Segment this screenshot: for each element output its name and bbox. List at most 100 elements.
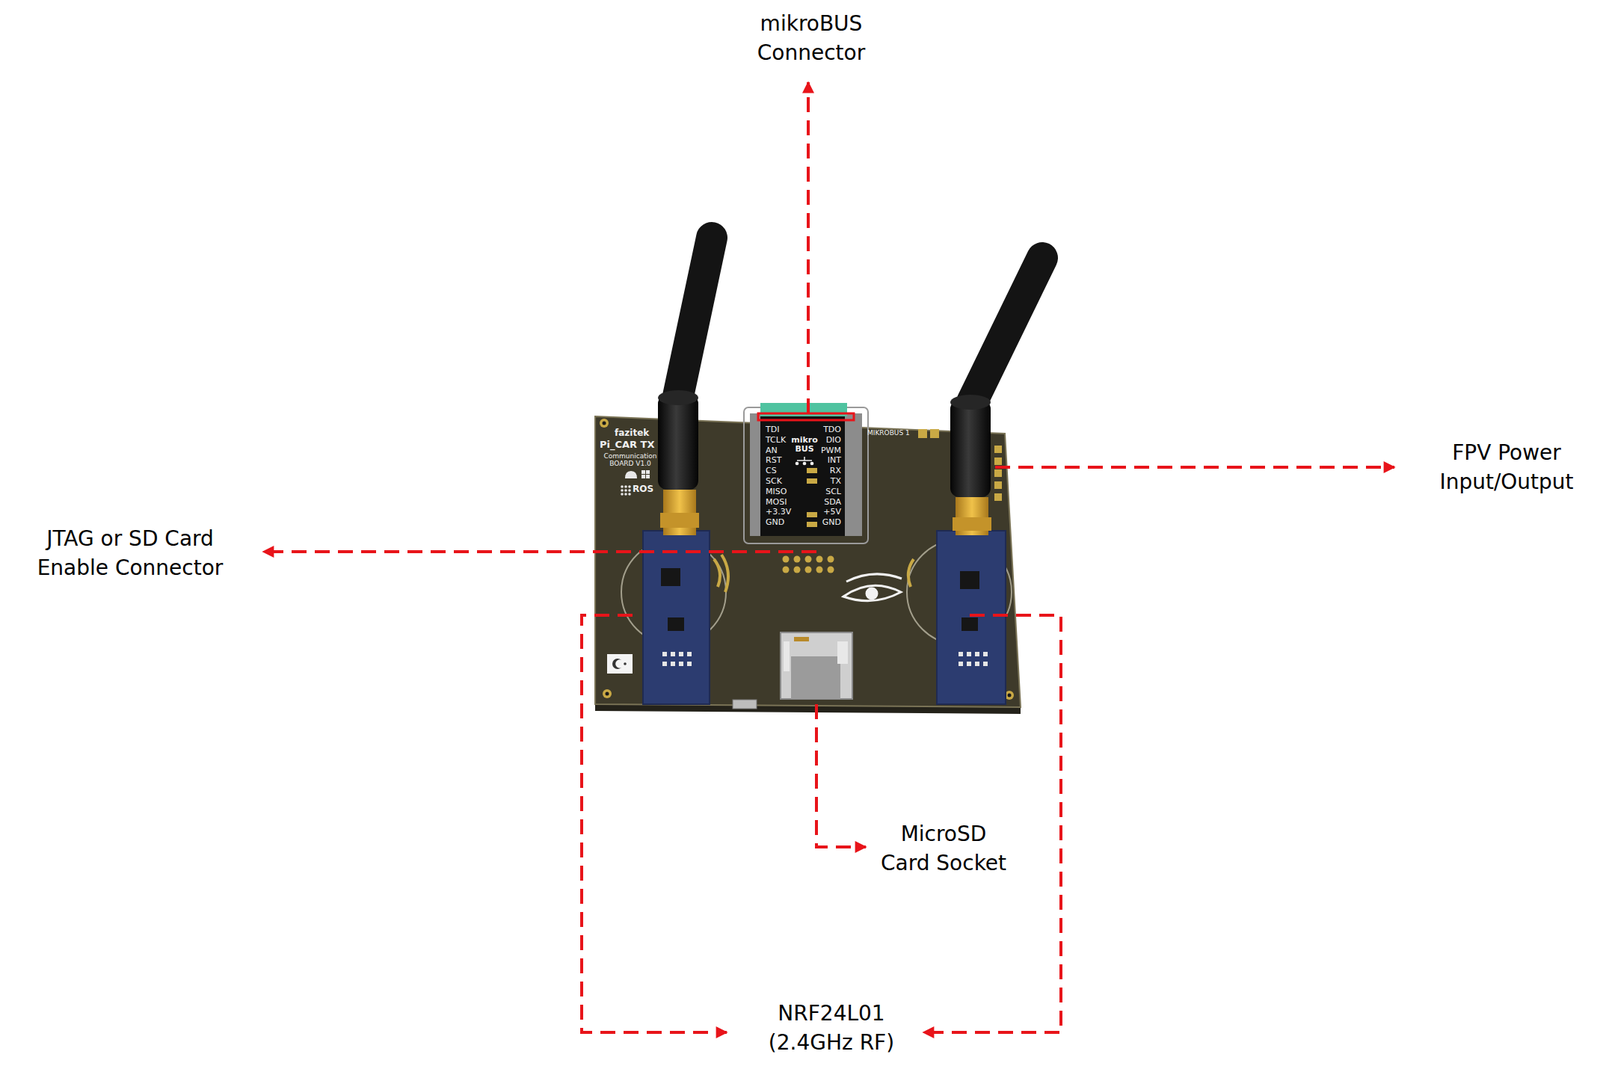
antenna bbox=[657, 237, 712, 536]
nrf-module bbox=[961, 617, 978, 632]
pin-header bbox=[827, 556, 835, 563]
antenna bbox=[952, 517, 992, 531]
mounting-hole bbox=[1007, 693, 1012, 698]
pin-name: RX bbox=[829, 466, 842, 477]
callout-label: mikroBUS Connector bbox=[747, 8, 875, 68]
nrf-module bbox=[958, 651, 988, 667]
os-icon bbox=[645, 470, 650, 475]
mikrobus-socket bbox=[795, 456, 813, 466]
nrf-module bbox=[936, 530, 1006, 705]
mikrobus-socket bbox=[749, 413, 761, 537]
pin-name: INT bbox=[827, 456, 842, 466]
pin-name: RST bbox=[765, 456, 782, 466]
antenna bbox=[950, 257, 1043, 536]
os-icon bbox=[641, 474, 646, 479]
ros-dots bbox=[628, 488, 632, 492]
leader-line bbox=[263, 82, 1395, 1033]
solder-pad bbox=[994, 445, 1002, 454]
callout-label: MicroSD Card Socket bbox=[876, 819, 1011, 878]
leader-line bbox=[263, 550, 817, 554]
antenna bbox=[971, 257, 1043, 403]
os-icon bbox=[625, 471, 638, 479]
pin-name: MOSI bbox=[765, 497, 787, 508]
usb-connector bbox=[732, 699, 757, 709]
mikrobus-socket bbox=[797, 459, 812, 462]
flag-logo bbox=[607, 654, 633, 674]
pin-name: +5V bbox=[823, 507, 842, 518]
ros-dots bbox=[624, 492, 628, 496]
eye-logo bbox=[843, 585, 901, 601]
eye-logo bbox=[846, 574, 902, 582]
antenna bbox=[657, 390, 699, 406]
callout-label: NRF24L01 (2.4GHz RF) bbox=[760, 998, 903, 1058]
nrf-module bbox=[974, 661, 980, 667]
pin-header bbox=[794, 566, 801, 574]
antenna bbox=[950, 394, 991, 410]
pin-header bbox=[805, 556, 812, 563]
flag-logo bbox=[623, 662, 627, 666]
pin-header bbox=[782, 556, 790, 563]
gold-arc bbox=[908, 559, 914, 587]
solder-pad bbox=[994, 469, 1002, 478]
solder-pad bbox=[994, 481, 1002, 489]
pin-name: SCK bbox=[765, 477, 783, 487]
pin-name: TDO bbox=[823, 425, 842, 436]
gold-arc bbox=[721, 554, 729, 593]
nrf-module bbox=[678, 661, 684, 667]
pin-name: MISO bbox=[765, 487, 787, 498]
pin-name: TDI bbox=[765, 425, 780, 436]
socket-name: MIKROBUS 1 bbox=[867, 429, 910, 437]
pin-header bbox=[782, 556, 835, 574]
pin-name: TCLK bbox=[765, 435, 786, 446]
pin-header bbox=[816, 566, 824, 574]
mounting-hole bbox=[605, 692, 610, 697]
mounting-hole bbox=[599, 418, 609, 428]
board-version: Communication BOARD V1.0 bbox=[601, 452, 660, 469]
pin-header bbox=[827, 566, 835, 574]
nrf-module bbox=[660, 568, 681, 587]
pin-header bbox=[794, 556, 801, 563]
mikrobus-socket bbox=[844, 413, 863, 537]
ros-dots bbox=[620, 488, 624, 492]
pin-header bbox=[816, 556, 824, 563]
pin-header bbox=[782, 566, 790, 574]
pin-name: SDA bbox=[823, 497, 842, 508]
microsd-socket bbox=[791, 656, 841, 700]
mikrobus-socket bbox=[806, 521, 818, 528]
microsd-socket bbox=[794, 637, 809, 642]
nrf-module bbox=[958, 651, 963, 657]
nrf-module bbox=[983, 661, 988, 667]
nrf-module bbox=[958, 661, 963, 667]
mikrobus-socket bbox=[806, 478, 818, 484]
pin-name: PWM bbox=[820, 446, 842, 457]
ros-dots bbox=[628, 492, 632, 496]
nrf-module bbox=[678, 651, 684, 657]
pin-name: +3.3V bbox=[765, 507, 792, 518]
pin-name: TX bbox=[830, 477, 842, 487]
os-icon bbox=[641, 470, 646, 475]
mikrobus-socket bbox=[749, 413, 863, 537]
nrf-module bbox=[642, 530, 710, 705]
nrf-module bbox=[687, 661, 692, 667]
antenna bbox=[660, 512, 700, 528]
ros-dots bbox=[620, 492, 624, 496]
pin-name: AN bbox=[765, 446, 778, 457]
leader-line bbox=[581, 615, 727, 1033]
mikrobus-logo: mikro BUS bbox=[789, 435, 820, 454]
nrf-module bbox=[642, 530, 710, 705]
mikrobus-socket bbox=[802, 462, 806, 465]
pin-name: CS bbox=[765, 466, 777, 477]
eye-logo bbox=[843, 574, 902, 602]
pin-name: GND bbox=[765, 518, 785, 528]
pin-name: GND bbox=[822, 518, 842, 528]
mikrobus-socket bbox=[743, 407, 869, 544]
ros-dots bbox=[628, 485, 632, 489]
solder-pad bbox=[930, 429, 940, 439]
mounting-hole bbox=[602, 689, 612, 699]
mounting-hole bbox=[602, 421, 607, 426]
nrf-module bbox=[662, 661, 667, 667]
antenna bbox=[663, 489, 697, 536]
usb-connector bbox=[732, 699, 757, 709]
